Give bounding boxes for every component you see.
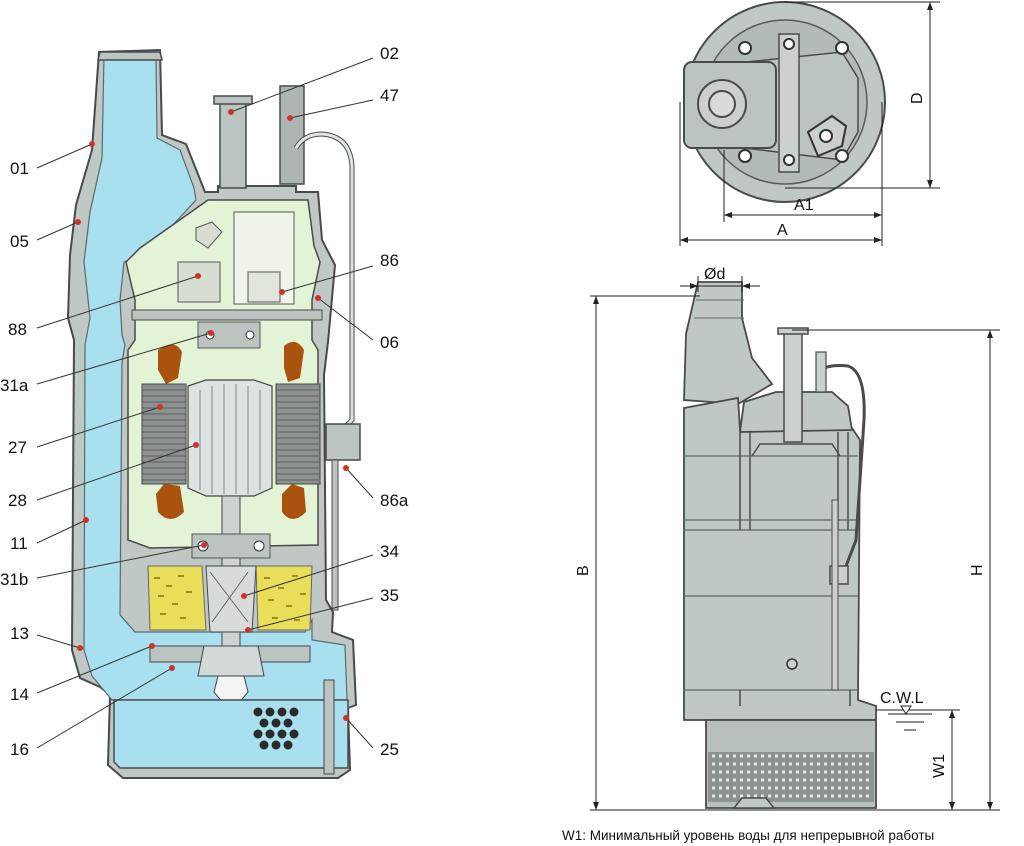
rotor <box>187 379 273 497</box>
part-label-13: 13 <box>10 624 29 643</box>
stator-right <box>275 383 321 485</box>
dim-label-w1: W1 <box>931 754 948 778</box>
part-label-47: 47 <box>380 86 399 105</box>
plan-bolt <box>738 149 752 163</box>
bearing-ball <box>245 330 255 340</box>
leader-dots <box>75 109 349 721</box>
dim-label-d: D <box>909 92 926 104</box>
wiring <box>195 221 223 249</box>
side-flange-bands <box>684 455 858 691</box>
part-label-02: 02 <box>380 44 399 63</box>
side-frame <box>739 432 851 706</box>
bearing-ball <box>253 540 265 552</box>
plan-lifting-bar <box>778 33 800 173</box>
float-rod <box>331 459 339 611</box>
impeller-hub <box>197 645 265 677</box>
part-label-88: 88 <box>8 320 27 339</box>
side-strainer-dots <box>712 754 872 798</box>
part-label-14: 14 <box>10 685 29 704</box>
discharge-flange <box>97 51 163 61</box>
water-level-symbol <box>888 713 932 731</box>
oil-chamber-right <box>255 565 313 631</box>
strainer-base <box>113 699 349 769</box>
plan-discharge-inner <box>708 90 736 118</box>
plan-bolt <box>835 149 849 163</box>
dim-label-b: B <box>575 565 592 576</box>
float-switch <box>325 423 361 461</box>
control-box <box>177 261 221 303</box>
dim-label-a: A <box>777 222 788 239</box>
part-label-86a: 86a <box>380 491 409 510</box>
part-labels: 02 47 01 05 86 88 06 31a 27 28 86a 11 31… <box>0 44 409 759</box>
part-label-35: 35 <box>380 586 399 605</box>
plan-view <box>683 1 886 203</box>
plan-bolt <box>835 41 849 55</box>
part-label-01: 01 <box>10 159 29 178</box>
cwl-label: C.W.L <box>880 690 924 707</box>
cable-core <box>294 132 354 432</box>
motor-cover-band <box>131 309 323 321</box>
part-label-11: 11 <box>10 534 28 553</box>
plan-cable-hole <box>819 129 833 143</box>
plan-bolt <box>783 154 795 166</box>
side-rib <box>751 443 841 457</box>
dim-label-od: Ød <box>704 266 725 283</box>
part-label-31a: 31a <box>0 376 29 395</box>
seal-hatch <box>209 571 249 623</box>
dim-label-a1: A1 <box>794 197 814 214</box>
oil-chamber-left <box>147 565 207 631</box>
side-view <box>683 281 877 809</box>
side-lifting-rod <box>783 329 803 443</box>
side-float-rod <box>831 499 839 691</box>
part-label-28: 28 <box>8 491 27 510</box>
leader-lines <box>36 57 374 749</box>
side-lifting-cap <box>777 327 809 335</box>
lifting-rod-cap <box>213 95 253 105</box>
side-cable-gland <box>815 351 827 393</box>
part-label-27: 27 <box>8 438 27 457</box>
part-label-16: 16 <box>10 740 29 759</box>
part-label-86: 86 <box>380 251 399 270</box>
side-dimensions: B H Ød C.W.L W1 <box>575 266 1000 811</box>
cross-section-view <box>66 48 361 779</box>
stator-left <box>141 383 187 485</box>
strainer-holes <box>253 707 299 750</box>
coil-end-top-right <box>284 341 304 382</box>
plan-bolt <box>738 41 752 55</box>
plan-dimensions: D A1 A <box>679 1 940 246</box>
part-label-06: 06 <box>380 333 399 352</box>
part-label-34: 34 <box>380 542 399 561</box>
cable-entry <box>279 85 305 185</box>
coil-end-bottom-right <box>282 484 306 519</box>
side-strainer-mesh <box>708 752 874 802</box>
side-discharge-pipe <box>683 281 774 405</box>
part-label-05: 05 <box>10 232 29 251</box>
side-discharge-ridge <box>694 299 744 319</box>
bolt <box>323 679 335 775</box>
side-drain-plug <box>786 658 798 670</box>
oil-bubbles <box>154 575 306 621</box>
dim-label-h: H <box>969 564 986 576</box>
side-base-foot <box>732 797 776 809</box>
plan-bolt <box>783 38 795 50</box>
part-label-31b: 31b <box>0 570 28 589</box>
w1-note: W1: Минимальный уровень воды для непреры… <box>562 828 934 843</box>
terminal-sub <box>247 271 281 303</box>
coil-end-bottom-left <box>156 484 184 519</box>
coil-end-top-left <box>158 344 182 384</box>
part-label-25: 25 <box>380 740 399 759</box>
